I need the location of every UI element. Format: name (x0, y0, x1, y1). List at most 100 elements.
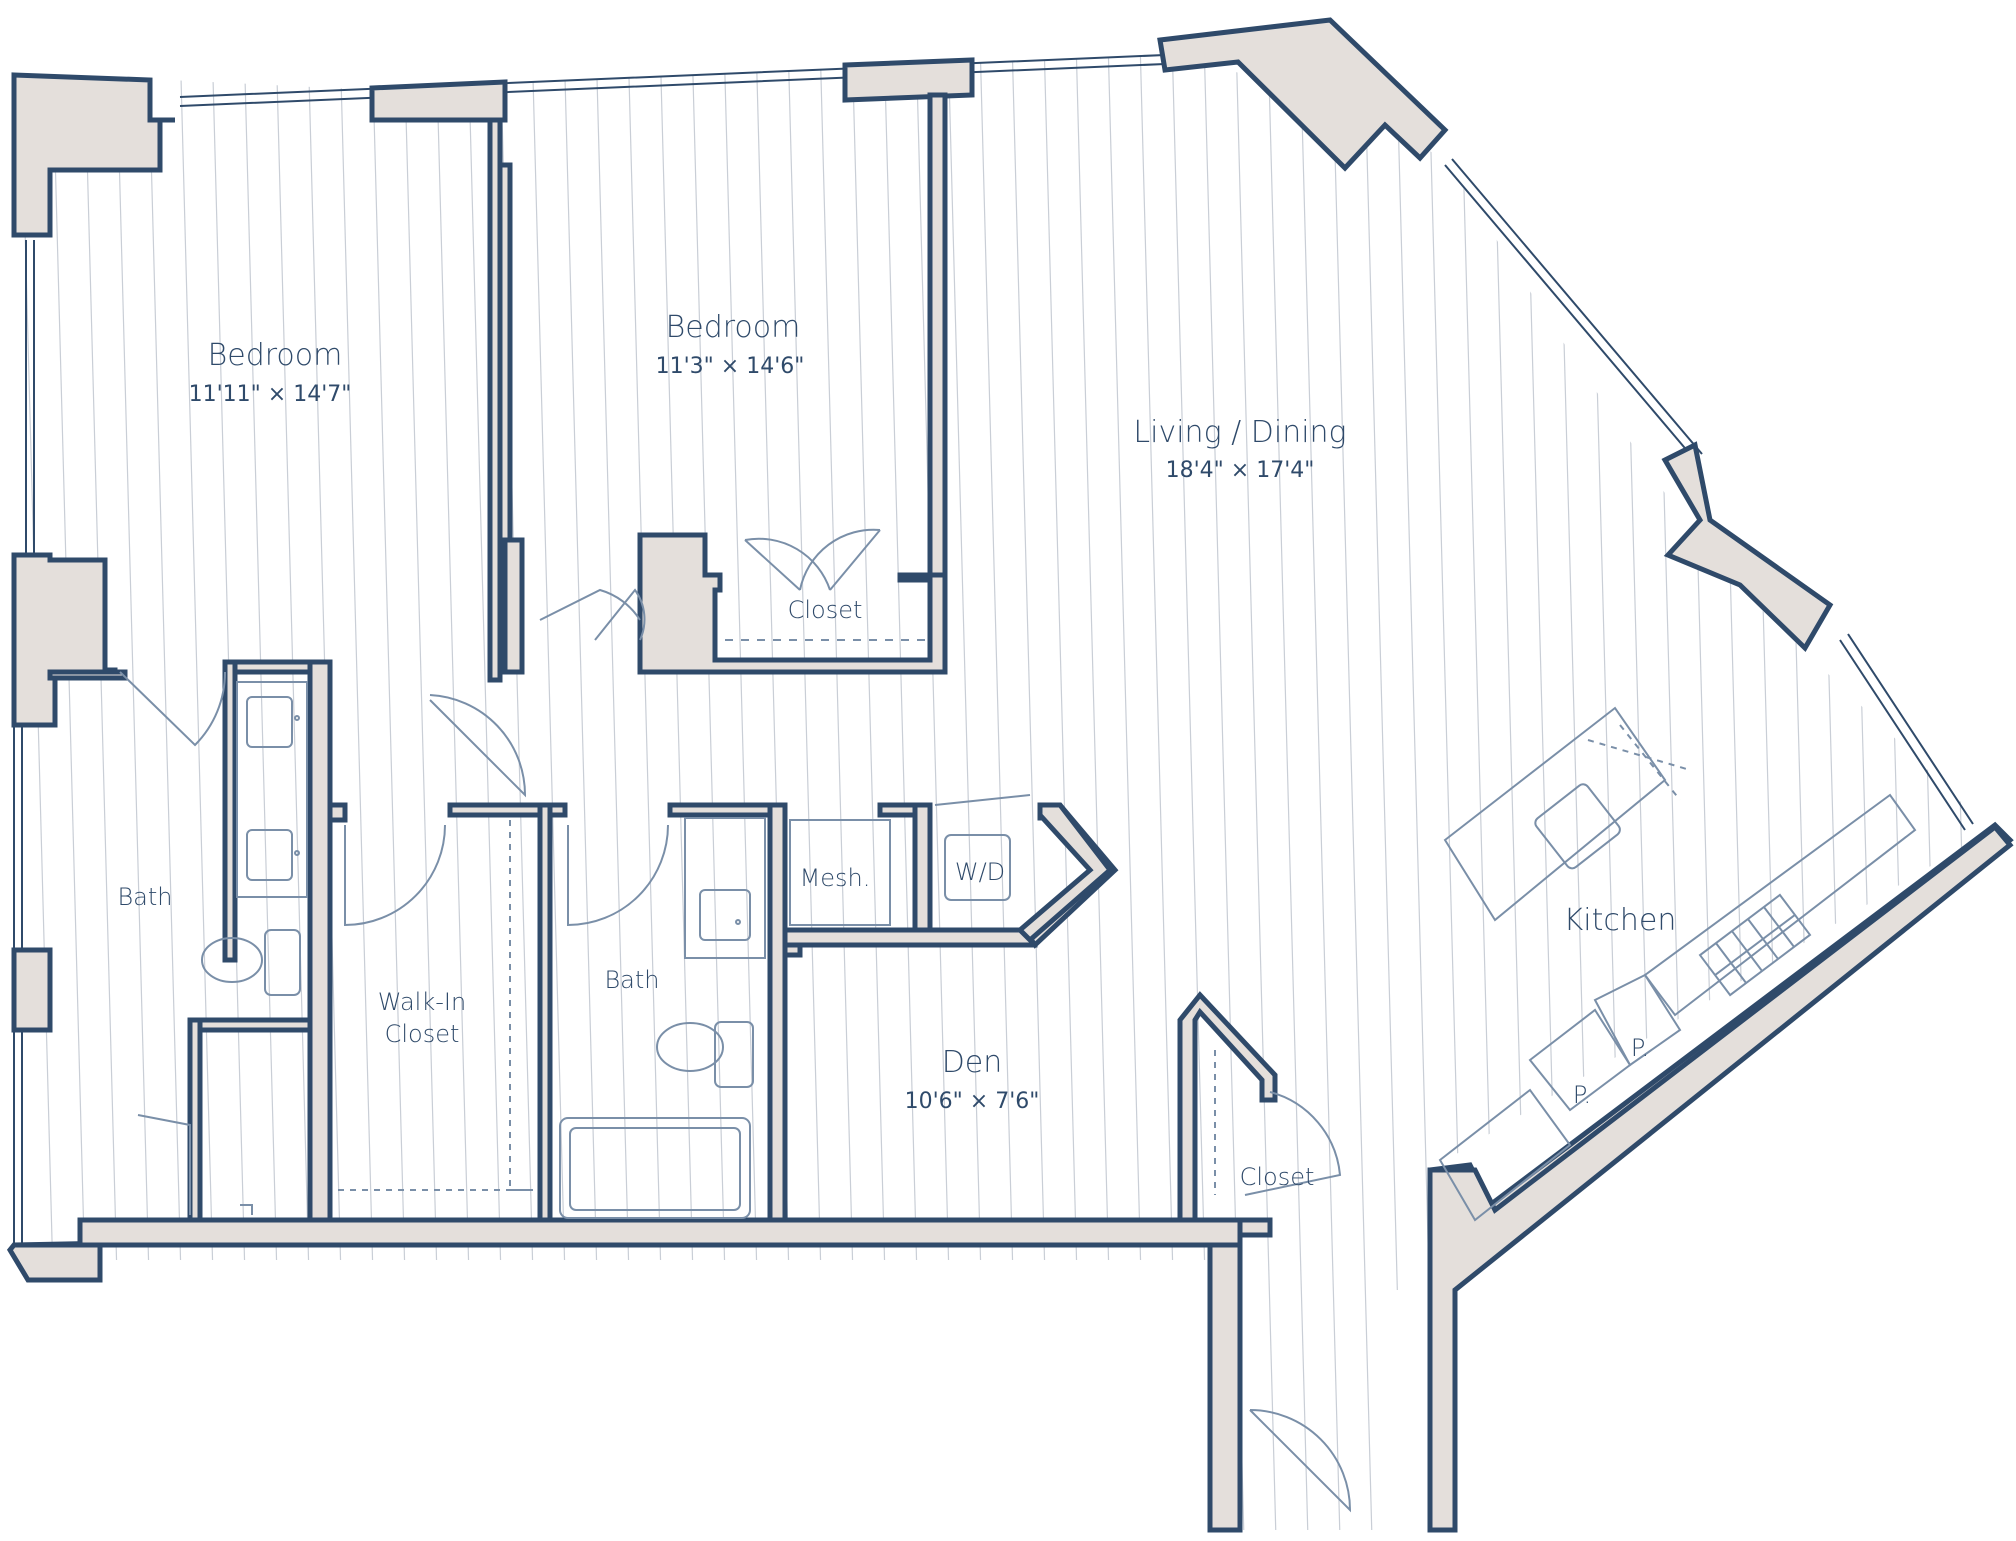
floor-plank-line (1587, 55, 1629, 1530)
floor-plank-line (1267, 55, 1309, 1530)
fixtures (137, 639, 1917, 1222)
floor-plank-line (947, 55, 989, 1530)
window-icon (1444, 158, 1974, 831)
floor-plank-line (1171, 55, 1213, 1530)
kitchen-sink-icon (1443, 706, 1691, 922)
bedroom-center-label: Bedroom (666, 310, 801, 345)
wall-segment (11, 947, 53, 1033)
wall-segment (767, 802, 788, 1223)
wall-segment (1661, 441, 1834, 653)
wall-segment (77, 1217, 1243, 1248)
floor-plank-line (627, 55, 669, 1530)
floor-plank-line (83, 55, 125, 1530)
refrigerator-icon (1438, 1088, 1572, 1222)
floor-plank-line (1715, 55, 1757, 1530)
floor-plank-line (1331, 55, 1373, 1530)
floor-plank-line (723, 55, 765, 1530)
living-dining-label: Living / Dining (1133, 415, 1346, 450)
floor-plank-line (563, 55, 605, 1530)
floor-plank-line (1011, 55, 1053, 1530)
walls (6, 17, 2014, 1533)
washer-dryer-label: W/D (955, 858, 1005, 886)
floor-plank-line (243, 55, 285, 1530)
wall-segment (547, 802, 568, 818)
wall-segment (11, 552, 118, 728)
floor-plank-line (1299, 55, 1341, 1530)
bedroom-closet-label: Closet (788, 596, 863, 624)
wall-segment (912, 802, 933, 933)
pantry-2-label: P. (1573, 1081, 1591, 1109)
floor-plank-line (1811, 55, 1853, 1530)
floor-plank-line (403, 55, 445, 1530)
floor-plank-line (1971, 55, 1990, 1530)
floor-plank-line (1939, 55, 1981, 1530)
bath-left-label: Bath (117, 883, 172, 911)
floor-plank-line (1747, 55, 1789, 1530)
wall-segment (13, 1217, 1273, 1533)
floor-plank-line (1043, 55, 1085, 1530)
floor-plank-line (659, 55, 701, 1530)
walk-in-closet-label-line1: Walk-In (378, 988, 466, 1016)
bedroom-left-dims: 11'11" × 14'7" (189, 382, 352, 407)
wall-segment (369, 79, 508, 123)
floor-plank-line (1235, 55, 1277, 1530)
toilet-icon (656, 1021, 754, 1088)
floor-plank-line (1459, 55, 1501, 1530)
floor-plank-line (1139, 55, 1181, 1530)
wall-segment (782, 927, 1038, 948)
floor-plank-line (979, 55, 1021, 1530)
wall-segment (637, 532, 948, 675)
den-dims: 10'6" × 7'6" (905, 1089, 1040, 1114)
mech-label: Mesh. (800, 864, 871, 892)
wall-segment (187, 1017, 313, 1033)
floor-plank-line (531, 55, 573, 1530)
den-closet-label: Closet (1240, 1163, 1315, 1191)
sink-icon (684, 817, 766, 959)
wall-segment (1157, 17, 1449, 172)
floor-plank-line (1075, 55, 1117, 1530)
floor-plank-line (1683, 55, 1725, 1530)
floor-plank-line (1107, 55, 1149, 1530)
bath-center-label: Bath (604, 966, 659, 994)
wall-segment (537, 802, 553, 1223)
floor-plank-line (179, 55, 221, 1530)
floor-plank-line (1363, 55, 1405, 1530)
wall-segment (1207, 1242, 1243, 1533)
floor-plank-line (755, 55, 797, 1530)
kitchen-label: Kitchen (1564, 903, 1677, 938)
floor-plank-line (691, 55, 733, 1530)
floor-plank-line (1875, 55, 1917, 1530)
wall-segment (11, 72, 175, 238)
double-sink-icon (236, 681, 308, 898)
window-icon (179, 54, 1166, 107)
wall-segment (842, 57, 975, 103)
floor-plank-line (435, 55, 477, 1530)
floor-plank-line (1907, 55, 1949, 1530)
floor-plank-line (595, 55, 637, 1530)
living-dining-dims: 18'4" × 17'4" (1166, 458, 1315, 483)
wall-segment (307, 659, 333, 1223)
floor-plank-line (1779, 55, 1821, 1530)
wall-segment (1177, 991, 1278, 1223)
floor-plank-line (1491, 55, 1533, 1530)
floor-plank-line (371, 55, 413, 1530)
wall-segment (1427, 823, 2014, 1533)
floor-plank-line (819, 55, 861, 1530)
wall-segment (6, 1242, 103, 1283)
floor-plank-line (2004, 40, 2016, 1540)
bedroom-left-label: Bedroom (208, 338, 343, 373)
wall-segment (1016, 802, 1114, 944)
floor-plank-line (339, 55, 381, 1530)
floor-plank-line (51, 55, 93, 1530)
wall-segment (1237, 1217, 1273, 1238)
bedroom-center-dims: 11'3" × 14'6" (656, 354, 805, 379)
cooktop-icon (1643, 793, 1917, 1017)
den-label: Den (942, 1045, 1003, 1080)
floor-plank-line (787, 55, 829, 1530)
floor-plank-line (1843, 55, 1885, 1530)
wall-segment (47, 669, 128, 681)
pantry-1-label: P. (1631, 1034, 1649, 1062)
floor-plank-line (883, 55, 925, 1530)
wall-segment (487, 117, 503, 683)
